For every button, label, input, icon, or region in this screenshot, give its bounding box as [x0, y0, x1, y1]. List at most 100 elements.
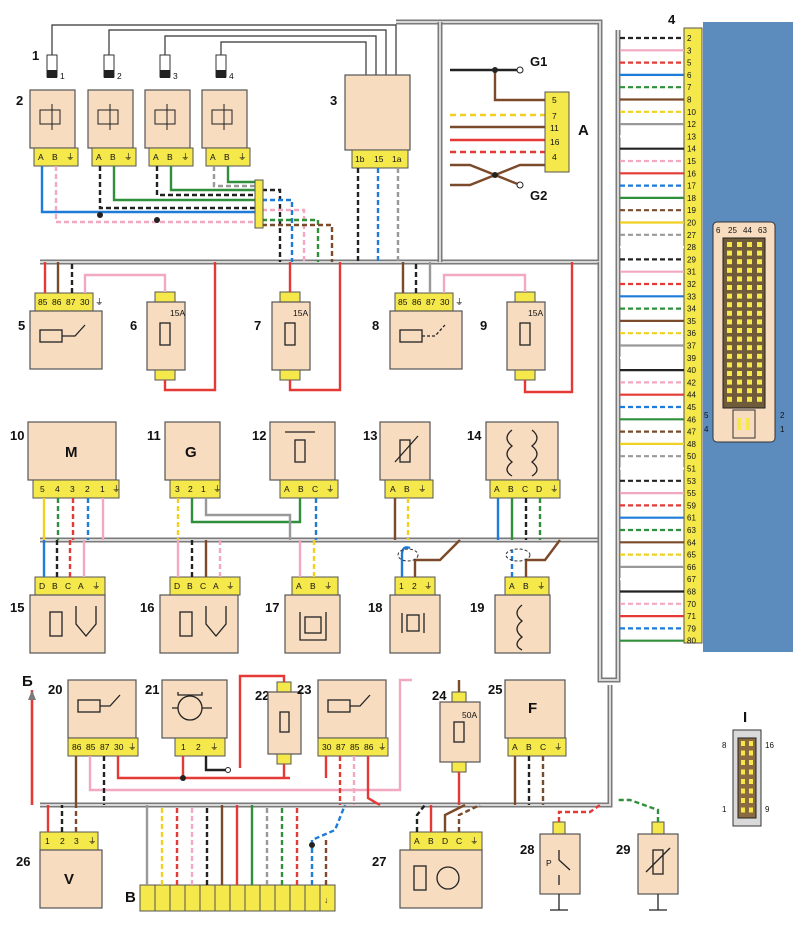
ecu-pad: [737, 302, 742, 308]
label-6: 6: [130, 318, 137, 333]
ecu-pin-label: 12: [687, 120, 696, 129]
connector-i-pad: [741, 750, 745, 756]
label-25: 25: [488, 682, 502, 697]
svg-text:⏚: ⏚: [554, 742, 563, 752]
svg-text:↓: ↓: [324, 895, 328, 905]
svg-text:⏚: ⏚: [537, 581, 546, 591]
ecu-pad: [747, 250, 752, 256]
svg-text:1: 1: [100, 484, 105, 494]
ecu-pad: [727, 285, 732, 290]
svg-text:A: A: [296, 581, 302, 591]
ecu-pad: [737, 250, 742, 256]
ecu-pad: [747, 293, 752, 299]
connector-i-pad: [741, 760, 745, 765]
svg-text:A: A: [509, 581, 515, 591]
ecu-pin-label: 31: [687, 268, 696, 277]
svg-text:85: 85: [38, 297, 48, 307]
label-22: 22: [255, 688, 269, 703]
ecu-pin-label: 8: [687, 96, 692, 105]
svg-text:⏚: ⏚: [238, 152, 247, 162]
svg-text:1: 1: [722, 805, 727, 814]
ecu-pad: [727, 293, 732, 299]
label-28: 28: [520, 842, 534, 857]
svg-text:⏚: ⏚: [124, 152, 133, 162]
ecu-pad: [727, 379, 732, 385]
svg-text:16: 16: [765, 741, 774, 750]
svg-text:B: B: [110, 152, 116, 162]
ecu-pad: [747, 276, 752, 282]
ecu-pin-label: 5: [687, 59, 692, 68]
ecu-pad: [737, 310, 742, 316]
ecu-pad: [747, 267, 752, 273]
ecu-pin-label: 68: [687, 588, 696, 597]
ecu-pin-label: 71: [687, 612, 696, 621]
svg-text:D: D: [442, 836, 448, 846]
ground-symbol-icon: [225, 767, 231, 773]
svg-text:4: 4: [704, 425, 709, 434]
label-G2: G2: [530, 188, 547, 203]
ecu-pad: [727, 319, 732, 325]
plug-label-2: 2: [117, 71, 122, 81]
svg-text:⏚: ⏚: [455, 297, 464, 307]
ecu-pad: [757, 388, 762, 394]
label-26: 26: [16, 854, 30, 869]
ecu-pad: [737, 259, 742, 265]
ecu-pin-label: 33: [687, 292, 696, 301]
ecu-pad: [727, 396, 732, 402]
ecu-pad: [727, 353, 732, 359]
svg-text:25: 25: [728, 226, 737, 235]
ecu-pin-label: 42: [687, 378, 696, 387]
svg-text:B: B: [187, 581, 193, 591]
svg-text:7: 7: [552, 111, 557, 121]
arrow-up-icon: [28, 690, 36, 700]
svg-text:15A: 15A: [528, 308, 543, 318]
svg-text:A: A: [512, 742, 518, 752]
svg-text:⏚: ⏚: [424, 581, 433, 591]
ecu-pin-label: 44: [687, 391, 696, 400]
svg-text:C: C: [540, 742, 546, 752]
svg-text:1: 1: [201, 484, 206, 494]
ecu-pin-label: 7: [687, 83, 692, 92]
svg-text:⏚: ⏚: [128, 742, 137, 752]
ecu-pin-label: 65: [687, 551, 696, 560]
svg-text:1: 1: [780, 425, 785, 434]
connector-I: 8 16 1 9: [722, 729, 774, 827]
label-19: 19: [470, 600, 484, 615]
ecu-pin-label: 45: [687, 403, 696, 412]
label-29: 29: [616, 842, 630, 857]
label-16: 16: [140, 600, 154, 615]
ecu-pin-label: 28: [687, 243, 696, 252]
svg-text:⏚: ⏚: [213, 484, 222, 494]
label-17: 17: [265, 600, 279, 615]
label-I: I: [743, 709, 747, 726]
n29-wire: [618, 798, 660, 822]
connector-i-pad: [749, 807, 753, 813]
label-27: 27: [372, 854, 386, 869]
label-14: 14: [467, 428, 482, 443]
svg-text:⏚: ⏚: [470, 836, 479, 846]
svg-text:3: 3: [74, 836, 79, 846]
ecu-pin-label: 70: [687, 600, 696, 609]
ecu-pad: [757, 267, 762, 273]
svg-text:86: 86: [364, 742, 374, 752]
ecu-pin-label: 35: [687, 317, 696, 326]
svg-text:F: F: [528, 700, 537, 717]
svg-text:9: 9: [765, 805, 770, 814]
svg-text:B: B: [310, 581, 316, 591]
n28-wire: [557, 804, 601, 822]
ecu-pad: [727, 302, 732, 308]
ecu-pad: [727, 388, 732, 394]
connector-B-wires: [145, 804, 347, 885]
svg-text:⏚: ⏚: [181, 152, 190, 162]
connector-i-pad: [741, 798, 745, 803]
svg-text:P: P: [546, 858, 552, 868]
ecu-pad: [727, 276, 732, 282]
